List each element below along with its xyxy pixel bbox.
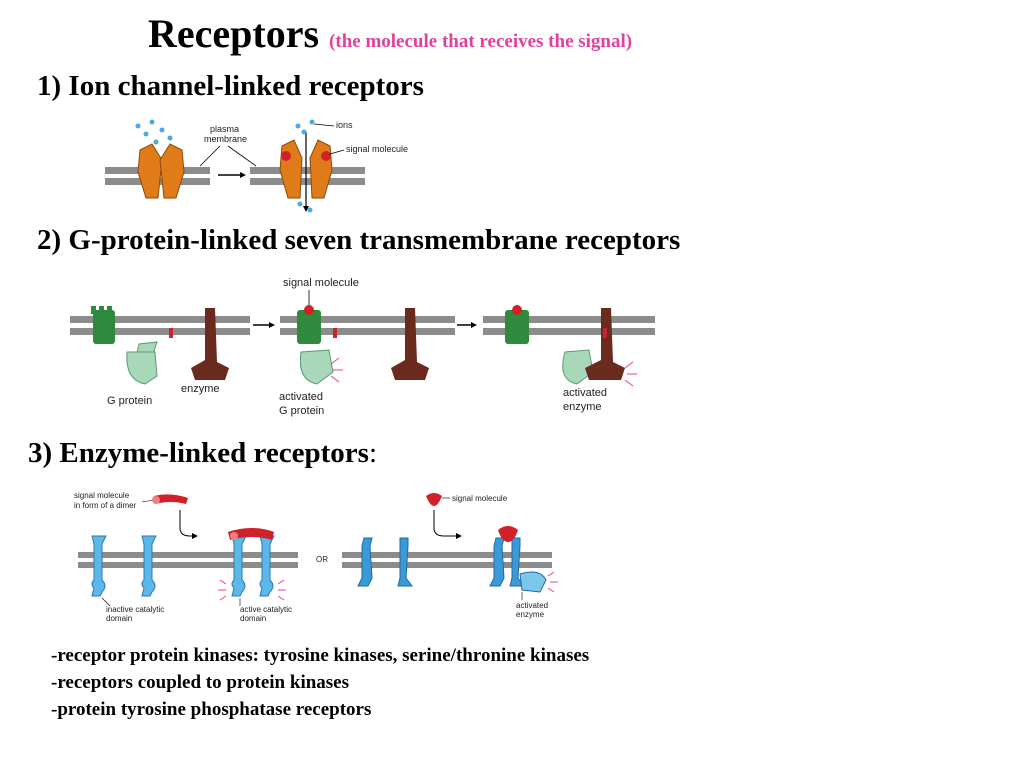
signal-molecule-bound-2 [321,151,331,161]
label-activated-enzyme-2: enzyme [563,401,602,413]
membrane-panel-2 [280,316,455,335]
label-signal-dimer-2: in form of a dimer [74,501,137,510]
arrow-2 [253,322,275,328]
label-active-domain-1: active catalytic [240,605,292,614]
monomer-receptor-inactive [357,537,413,587]
section-3-heading-colon: : [368,437,378,469]
ion-channel-diagram: plasma membrane ions signal molecule [105,119,408,213]
label-signal-molecule-2: signal molecule [283,277,359,289]
label-inactive-domain-1: inactive catalytic [106,605,164,614]
label-plasma: plasma [210,124,239,134]
membrane-panel-1 [70,316,250,335]
title-main: Receptors [148,11,320,56]
active-receptor-pair [231,535,275,597]
label-activated-g-protein-1: activated [279,391,323,403]
membrane-panel-3 [483,316,655,335]
signal-dimer [154,494,188,504]
inactive-receptor-pair [91,535,157,597]
ions-outside [135,119,173,145]
label-or: OR [316,555,328,564]
label-g-protein: G protein [107,395,152,407]
bullet-list: -receptor protein kinases: tyrosine kina… [51,642,589,723]
seven-tm-receptor-3 [505,305,529,344]
label-signal-molecule-1: signal molecule [346,144,408,154]
section-3-heading: 3) Enzyme-linked receptors: [28,437,377,470]
label-enzyme: enzyme [181,383,220,395]
section-1-heading: 1) Ion channel-linked receptors [37,70,424,102]
bullet-item: -receptors coupled to protein kinases [51,672,350,693]
label-activated-enzyme-4: enzyme [516,610,545,619]
label-signal-dimer-1: signal molecule [74,491,130,500]
arrow-1 [218,172,246,178]
section-2-heading: 2) G-protein-linked seven transmembrane … [37,224,681,256]
label-activated-enzyme-1: activated [563,387,607,399]
membrane-enzyme-2 [342,552,552,568]
label-ions: ions [336,120,353,130]
activated-enzyme [585,308,625,380]
activation-burst-1 [330,357,343,383]
bullet-item: -protein tyrosine phosphatase receptors [51,699,372,720]
enzyme-1 [191,308,229,380]
open-ion-channel [279,139,333,199]
activation-burst-2 [624,361,637,387]
label-inactive-domain-2: domain [106,614,132,623]
label-activated-enzyme-3: activated [516,601,548,610]
seven-tm-receptor-2 [297,305,321,344]
signal-molecule-bound [281,151,291,161]
enzyme-linked-diagram: signal molecule in form of a dimer inact… [74,491,558,623]
membrane-enzyme-1 [78,552,298,568]
arrow-3 [457,322,477,328]
label-membrane: membrane [204,134,247,144]
bound-signal-3 [498,526,518,542]
g-protein-diagram: G protein enzyme signal molecule activat… [70,277,655,417]
label-signal-molecule-3: signal molecule [452,494,508,503]
activation-burst-3 [218,579,286,601]
ions-flow [295,119,315,213]
signal-molecule-3 [426,493,442,506]
page-title: Receptors (the molecule that receives th… [148,10,632,57]
activation-burst-4 [547,571,558,593]
closed-ion-channel [137,143,185,199]
label-active-domain-2: domain [240,614,266,623]
title-subtitle: (the molecule that receives the signal) [329,31,633,52]
bullet-item: -receptor protein kinases: tyrosine kina… [51,645,590,666]
enzyme-2 [391,308,429,380]
bound-dimer [228,528,274,540]
activated-g-protein [299,349,334,385]
membrane-right [250,167,365,185]
monomer-receptor-active [489,537,547,593]
label-activated-g-protein-2: G protein [279,405,324,417]
section-3-heading-text: 3) Enzyme-linked receptors [28,437,369,469]
seven-tm-receptor-1 [91,306,115,344]
